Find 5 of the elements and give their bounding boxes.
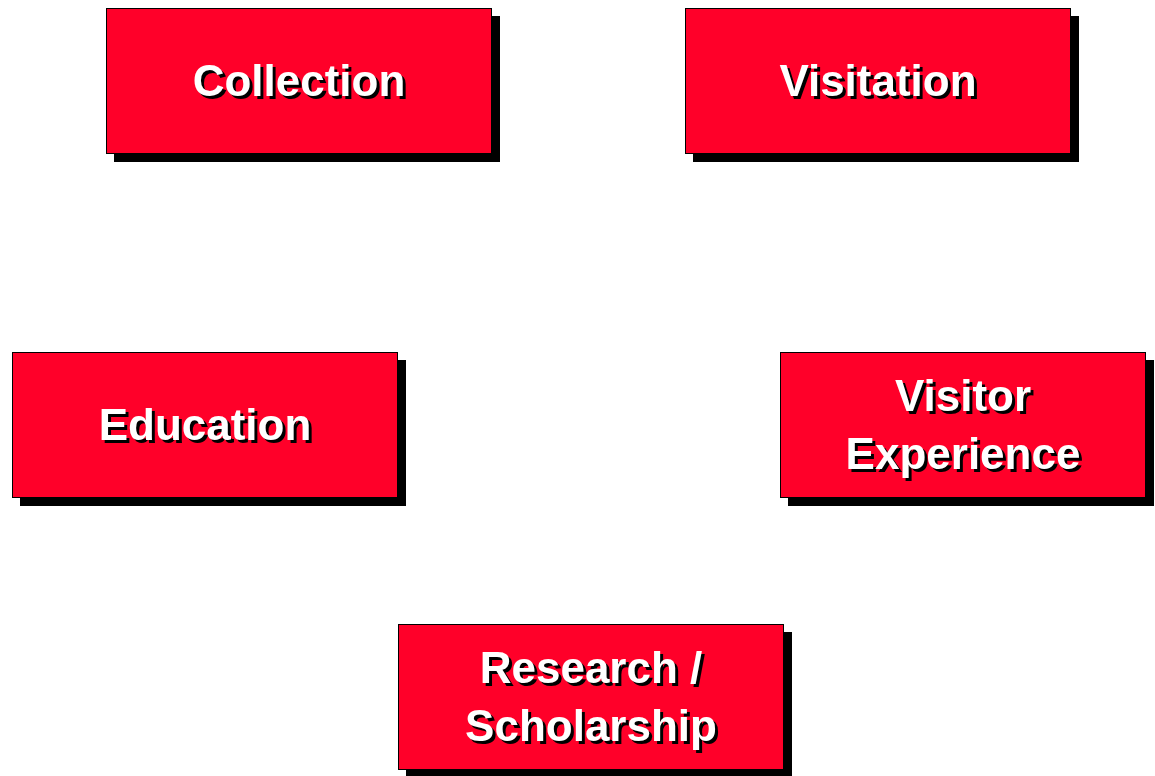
box-label: Visitation [778,55,978,107]
box-label: Education [97,399,313,451]
box-label: Research / Scholarship [464,642,718,752]
box-label: Collection [191,55,407,107]
box-label: Visitor Experience [844,370,1082,480]
